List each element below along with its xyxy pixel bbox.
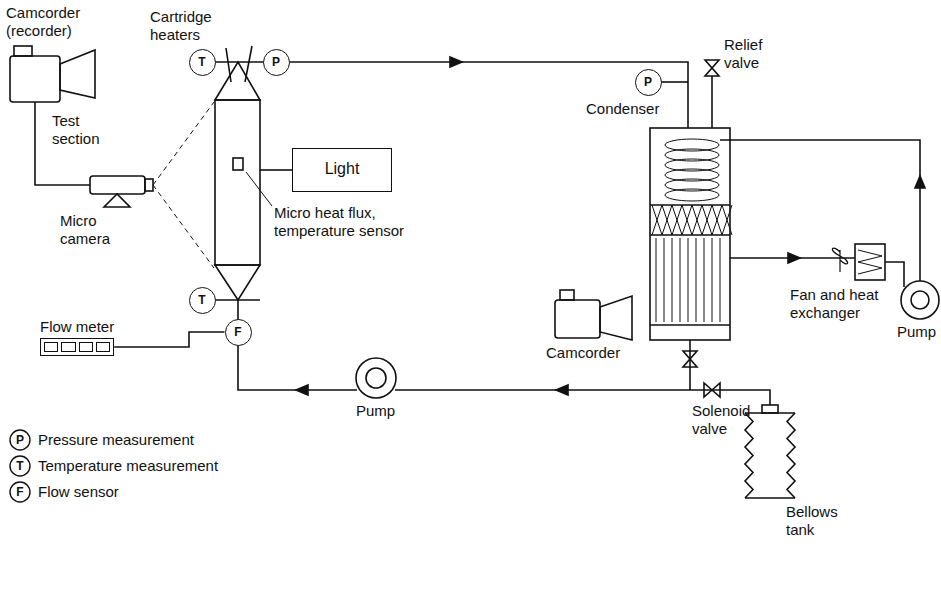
symbol-letter: P — [10, 431, 30, 449]
node-text: Light — [293, 149, 391, 189]
digit-cell — [44, 342, 58, 352]
node-text: F — [226, 320, 251, 344]
node-text: P — [264, 50, 289, 74]
node-text: P — [636, 70, 661, 94]
legend-text: Pressure measurement — [38, 431, 194, 449]
part-label: Bellows tank — [786, 503, 846, 539]
node-text: T — [190, 288, 215, 312]
part-label: Camcorder — [546, 344, 636, 362]
signal-line — [114, 332, 224, 347]
flow-meter: Flow meter — [40, 318, 114, 356]
node-text: Flow meter — [40, 318, 114, 335]
symbol-letter: F — [10, 483, 30, 501]
part-label: Solenoid valve — [692, 402, 762, 438]
part-label: Cartridge heaters — [150, 8, 230, 44]
sensor-symbol: T — [189, 287, 216, 314]
legend-text: Flow sensor — [38, 483, 119, 501]
part-label: Fan and heat exchanger — [790, 286, 890, 322]
part-label: Relief valve — [724, 36, 794, 72]
legend-text: Temperature measurement — [38, 457, 218, 475]
part-label: Pump — [356, 402, 416, 420]
part-label: Test section — [52, 112, 114, 148]
light-box: Light — [292, 148, 392, 192]
sensor-symbol: P — [635, 69, 662, 96]
part-label: Condenser — [586, 100, 676, 118]
part-label: Pump — [897, 323, 941, 341]
digit-cell — [61, 342, 75, 352]
symbol-letter: T — [10, 457, 30, 475]
meter-display — [40, 338, 114, 356]
sensor-symbol: T — [189, 49, 216, 76]
part-label: Micro camera — [60, 212, 122, 248]
sensor-symbol: P — [263, 49, 290, 76]
digit-cell — [96, 342, 110, 352]
sensor-symbol: F — [225, 319, 252, 346]
part-label: Camcorder (recorder) — [6, 4, 101, 40]
node-text: T — [190, 50, 215, 74]
part-label: Micro heat flux, temperature sensor — [274, 204, 424, 240]
digit-cell — [79, 342, 93, 352]
